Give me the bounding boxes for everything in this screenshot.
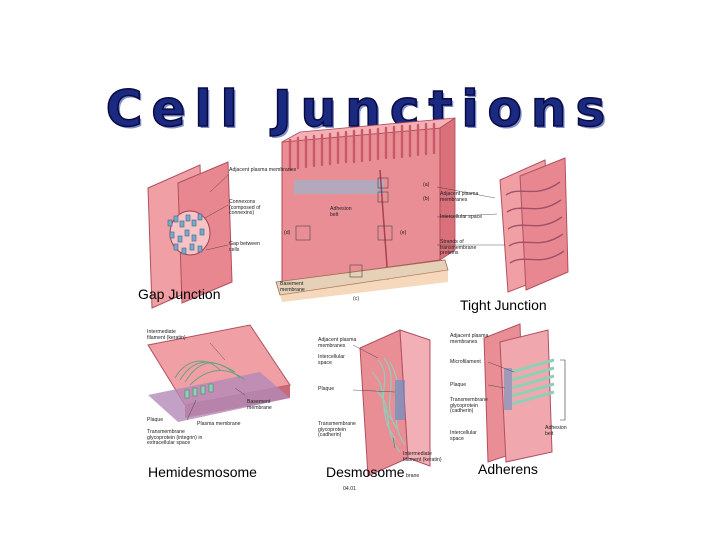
hemi-label-transmembrane: Transmembrane glycoprotein (integrin) in… (147, 430, 213, 447)
caption-hemidesmosome: Hemidesmosome (148, 464, 257, 480)
hemi-label-plaque: Plaque (147, 418, 163, 424)
center-label-a: (a) (423, 183, 429, 189)
tight-label-membranes: Adjacent plasma membranes (440, 192, 492, 203)
adherens-label-membranes: Adjacent plasma membranes (450, 334, 498, 345)
gap-label-gap: Gap between cells (229, 242, 265, 253)
center-label-adhesion-belt: Adhesion belt (330, 207, 360, 218)
center-label-d: (d) (284, 231, 290, 237)
center-label-e: (e) (400, 231, 406, 237)
desmo-label-membranes: Adjacent plasma membranes (318, 338, 362, 349)
adherens-label-microfilament: Microfilament (450, 360, 481, 366)
gap-label-connexons: Connexons (composed of connexins) (229, 200, 267, 217)
adherens-label-transmembrane: Transmembrane glycoprotein (cadherin) (450, 398, 494, 415)
center-label-c: (c) (353, 297, 359, 303)
caption-gap-junction: Gap Junction (138, 286, 221, 302)
gap-label-membranes: Adjacent plasma membranes (229, 168, 296, 174)
adherens-label-adhesion-belt: Adhesion belt (545, 426, 573, 437)
caption-desmosome: Desmosome (326, 464, 405, 480)
caption-adherens: Adherens (478, 461, 538, 477)
desmo-label-brane: brane (406, 474, 419, 480)
tight-label-strands: Strands of transmembrane proteins (440, 240, 490, 257)
center-label-b: (b) (423, 197, 429, 203)
tight-label-intercellular: Intercellular space (440, 215, 482, 221)
figure-number: 04.01 (343, 487, 356, 493)
desmo-label-plaque: Plaque (318, 387, 334, 393)
center-label-basement-membrane: Basement membrane (280, 282, 314, 293)
hemi-label-plasma: Plasma membrane (197, 422, 241, 428)
desmo-label-transmembrane: Transmembrane glycoprotein (cadherin) (318, 422, 362, 439)
adherens-label-plaque: Plaque (450, 383, 466, 389)
desmo-label-intercellular: Intercellular space (318, 355, 352, 366)
adherens-label-intercellular: Intercellular space (450, 431, 484, 442)
tight-junction-illustration (500, 158, 568, 292)
epithelium-illustration (276, 118, 455, 302)
caption-tight-junction: Tight Junction (460, 297, 547, 313)
hemi-label-basement: Basement membrane (247, 400, 281, 411)
desmo-label-filament: Intermediate filament (keratin) (403, 452, 443, 463)
hemi-label-filament: Intermediate filament (keratin) (147, 330, 187, 341)
